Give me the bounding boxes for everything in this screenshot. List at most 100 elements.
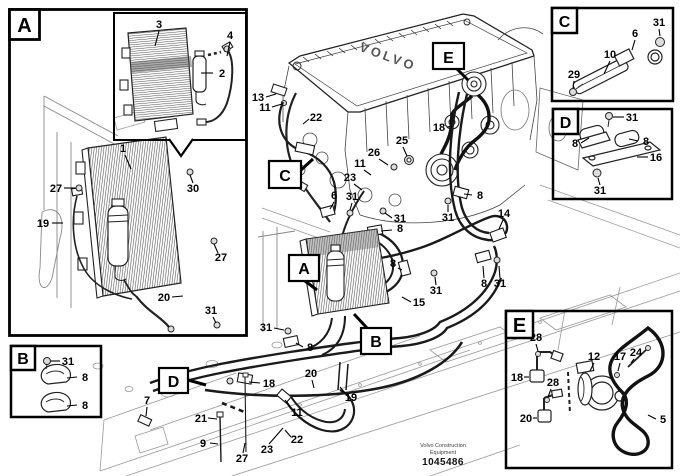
callout-28: 28	[547, 377, 559, 398]
svg-text:31: 31	[394, 213, 406, 225]
callout-31: 31	[346, 191, 358, 211]
svg-text:27: 27	[236, 453, 248, 465]
svg-text:23: 23	[261, 444, 273, 456]
label-e-pointer: E	[431, 41, 470, 82]
engine-belt	[439, 93, 491, 171]
callout-22: 22	[302, 112, 322, 125]
svg-text:11: 11	[291, 407, 303, 419]
svg-text:B: B	[370, 334, 382, 351]
callouts: 3 4 2 1 27 30 19 27 20 31 31 8 8 7 21 9 …	[37, 17, 666, 465]
callout-26: 26	[368, 147, 389, 166]
callout-5: 5	[647, 414, 666, 426]
label-b-corner: B	[9, 344, 37, 372]
svg-text:23: 23	[344, 172, 356, 184]
callout-31: 31	[205, 305, 217, 324]
svg-text:12: 12	[588, 351, 600, 363]
svg-text:7: 7	[144, 395, 150, 407]
callout-8: 8	[572, 137, 590, 150]
callout-31: 31	[51, 356, 74, 368]
callout-8: 8	[380, 223, 403, 235]
svg-text:31: 31	[594, 185, 606, 197]
svg-text:25: 25	[396, 135, 408, 147]
callout-14: 14	[498, 208, 511, 230]
svg-text:E: E	[443, 50, 454, 67]
label-d-corner: D	[551, 107, 580, 136]
callout-8: 8	[481, 265, 487, 290]
label-a-pointer: A	[287, 253, 321, 292]
callout-7: 7	[144, 395, 150, 417]
reference-labels: A B C D E A B C	[8, 6, 580, 395]
callout-31: 31	[260, 322, 285, 334]
inset-a-detail	[113, 12, 247, 158]
svg-text:14: 14	[498, 208, 511, 220]
svg-text:31: 31	[260, 322, 272, 334]
svg-text:20: 20	[305, 368, 317, 380]
fitting-13	[270, 83, 288, 97]
callout-4: 4	[226, 30, 234, 57]
callout-22: 22	[284, 429, 303, 446]
label-e-corner: E	[504, 309, 535, 340]
svg-text:4: 4	[227, 30, 234, 42]
svg-text:19: 19	[37, 218, 49, 230]
inset-c	[550, 6, 675, 103]
callout-31: 31	[594, 177, 606, 197]
svg-text:22: 22	[310, 112, 322, 124]
svg-text:19: 19	[345, 392, 357, 404]
callout-8: 8	[66, 400, 88, 412]
callout-24: 24	[630, 347, 643, 364]
callout-31: 31	[653, 17, 665, 37]
condenser-main	[70, 136, 182, 328]
callout-8: 8	[463, 190, 483, 202]
svg-text:28: 28	[547, 377, 559, 389]
svg-text:31: 31	[494, 278, 506, 290]
label-a-corner: A	[8, 8, 41, 41]
svg-text:24: 24	[630, 347, 643, 359]
inset-b	[9, 344, 103, 419]
svg-text:30: 30	[187, 183, 199, 195]
callout-29: 29	[568, 69, 580, 89]
svg-text:8: 8	[643, 136, 649, 148]
callout-27: 27	[50, 183, 76, 195]
callout-18: 18	[511, 372, 529, 384]
svg-text:A: A	[17, 15, 31, 37]
callout-3: 3	[154, 19, 162, 47]
label-c-pointer: C	[267, 157, 315, 190]
callout-19: 19	[37, 218, 63, 230]
callout-20: 20	[158, 292, 184, 304]
svg-text:6: 6	[331, 190, 337, 202]
callout-8: 8	[295, 342, 313, 354]
svg-text:26: 26	[368, 147, 380, 159]
pipe-22	[285, 92, 331, 223]
svg-text:D: D	[168, 374, 180, 391]
callout-31: 31	[613, 112, 638, 124]
callout-19: 19	[339, 386, 357, 404]
callout-10: 10	[603, 49, 616, 75]
svg-text:31: 31	[346, 191, 358, 203]
svg-text:B: B	[17, 351, 29, 368]
callout-23: 23	[344, 172, 363, 191]
svg-text:2: 2	[219, 68, 225, 80]
svg-text:17: 17	[614, 351, 626, 363]
svg-text:8: 8	[82, 400, 88, 412]
svg-text:8: 8	[481, 278, 487, 290]
svg-text:13: 13	[252, 92, 264, 104]
callout-16: 16	[637, 152, 662, 164]
valve-cover-ribs	[302, 20, 454, 63]
callout-31: 31	[494, 265, 506, 290]
svg-text:15: 15	[413, 297, 425, 309]
callout-17: 17	[614, 351, 626, 372]
callout-31: 31	[384, 212, 406, 225]
svg-text:18: 18	[433, 122, 445, 134]
svg-text:C: C	[279, 168, 291, 185]
callout-31: 31	[430, 276, 442, 297]
svg-text:20: 20	[158, 292, 170, 304]
svg-text:8: 8	[572, 138, 578, 150]
callout-1: 1	[120, 143, 132, 170]
callout-8: 8	[628, 136, 649, 148]
callout-27: 27	[236, 442, 248, 465]
svg-text:E: E	[513, 315, 526, 337]
svg-text:20: 20	[520, 413, 532, 425]
svg-text:31: 31	[430, 285, 442, 297]
svg-text:8: 8	[390, 258, 396, 270]
